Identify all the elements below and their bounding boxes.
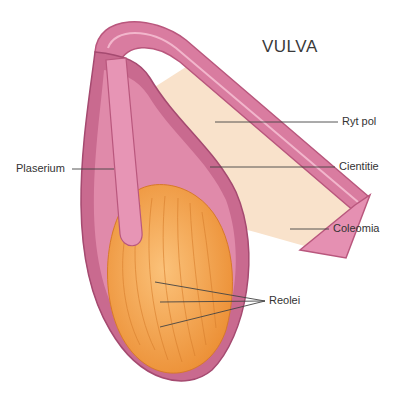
part-label: Ryt pol <box>342 115 376 128</box>
part-label: Plaserium <box>16 162 65 175</box>
diagram-title: VULVA <box>262 37 318 57</box>
outer-sac <box>81 52 249 381</box>
part-label: Coleomia <box>333 222 379 235</box>
part-label: Reolei <box>269 294 300 307</box>
central-stem <box>106 58 142 246</box>
part-label: Cientitie <box>339 160 379 173</box>
leader-lines <box>72 122 338 327</box>
